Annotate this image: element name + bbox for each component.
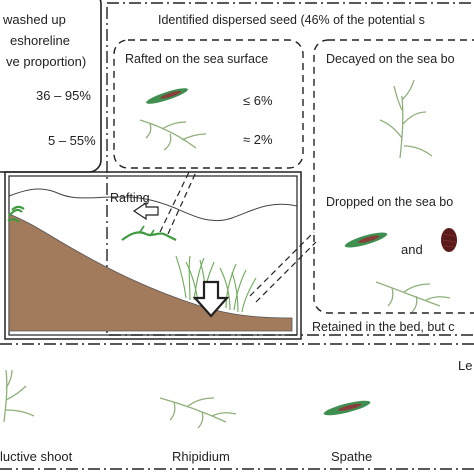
washed-up-line1: washed up	[3, 12, 66, 27]
rafting-seagrass-leaves	[139, 225, 155, 237]
legend-rhipidium-icon	[159, 397, 237, 429]
dropped-title: Dropped on the sea bo	[326, 195, 454, 209]
washed-up-line2: eshoreline	[10, 33, 70, 48]
legend-label-rhipidium: Rhipidium	[172, 449, 230, 464]
legend-label-spathe: Spathe	[331, 449, 373, 464]
shoreline-wrack	[7, 205, 25, 223]
rafting-seagrass	[121, 231, 177, 241]
rafted-rhipidium-icon	[139, 119, 207, 151]
connector-rafted-2	[167, 171, 197, 235]
dropped-spathe-icon	[344, 232, 388, 248]
legend-spathe-icon	[323, 400, 371, 416]
legend-title: Le	[458, 358, 473, 373]
washed-up-value-a: 36 – 95%	[36, 88, 91, 103]
dropped-connector: and	[401, 242, 423, 257]
seabed-sediment	[8, 213, 293, 332]
connector-seabed	[249, 231, 315, 297]
rafted-rhipidium-value: ≈ 2%	[243, 132, 273, 147]
retained-label: Retained in the bed, but c	[312, 320, 455, 334]
decayed-rhipidium-icon	[379, 79, 433, 159]
connector-seabed-2	[255, 241, 317, 303]
sea-surface	[8, 188, 298, 222]
scene-box-outer	[4, 171, 302, 340]
rafted-title: Rafted on the sea surface	[125, 52, 269, 66]
washed-up-line3: ve proportion)	[6, 54, 87, 69]
sea-bottom-box	[313, 39, 474, 314]
rafted-box	[113, 39, 304, 169]
legend-shoot-icon	[3, 369, 35, 423]
dispersed-title: Identified dispersed seed (46% of the po…	[158, 13, 425, 27]
drop-arrow	[192, 280, 230, 318]
connector-rafted	[159, 169, 191, 233]
decayed-title: Decayed on the sea bo	[326, 52, 455, 66]
rafted-spathe-value: ≤ 6%	[243, 93, 273, 108]
legend-label-shoot: luctive shoot	[0, 449, 73, 464]
rafting-label: Rafting	[110, 191, 150, 205]
seed-icon	[441, 228, 457, 252]
rafting-arrow	[132, 201, 159, 221]
dropped-rhipidium-icon	[375, 281, 451, 313]
washed-up-value-b: 5 – 55%	[48, 133, 96, 148]
rafted-spathe-icon	[146, 88, 188, 104]
